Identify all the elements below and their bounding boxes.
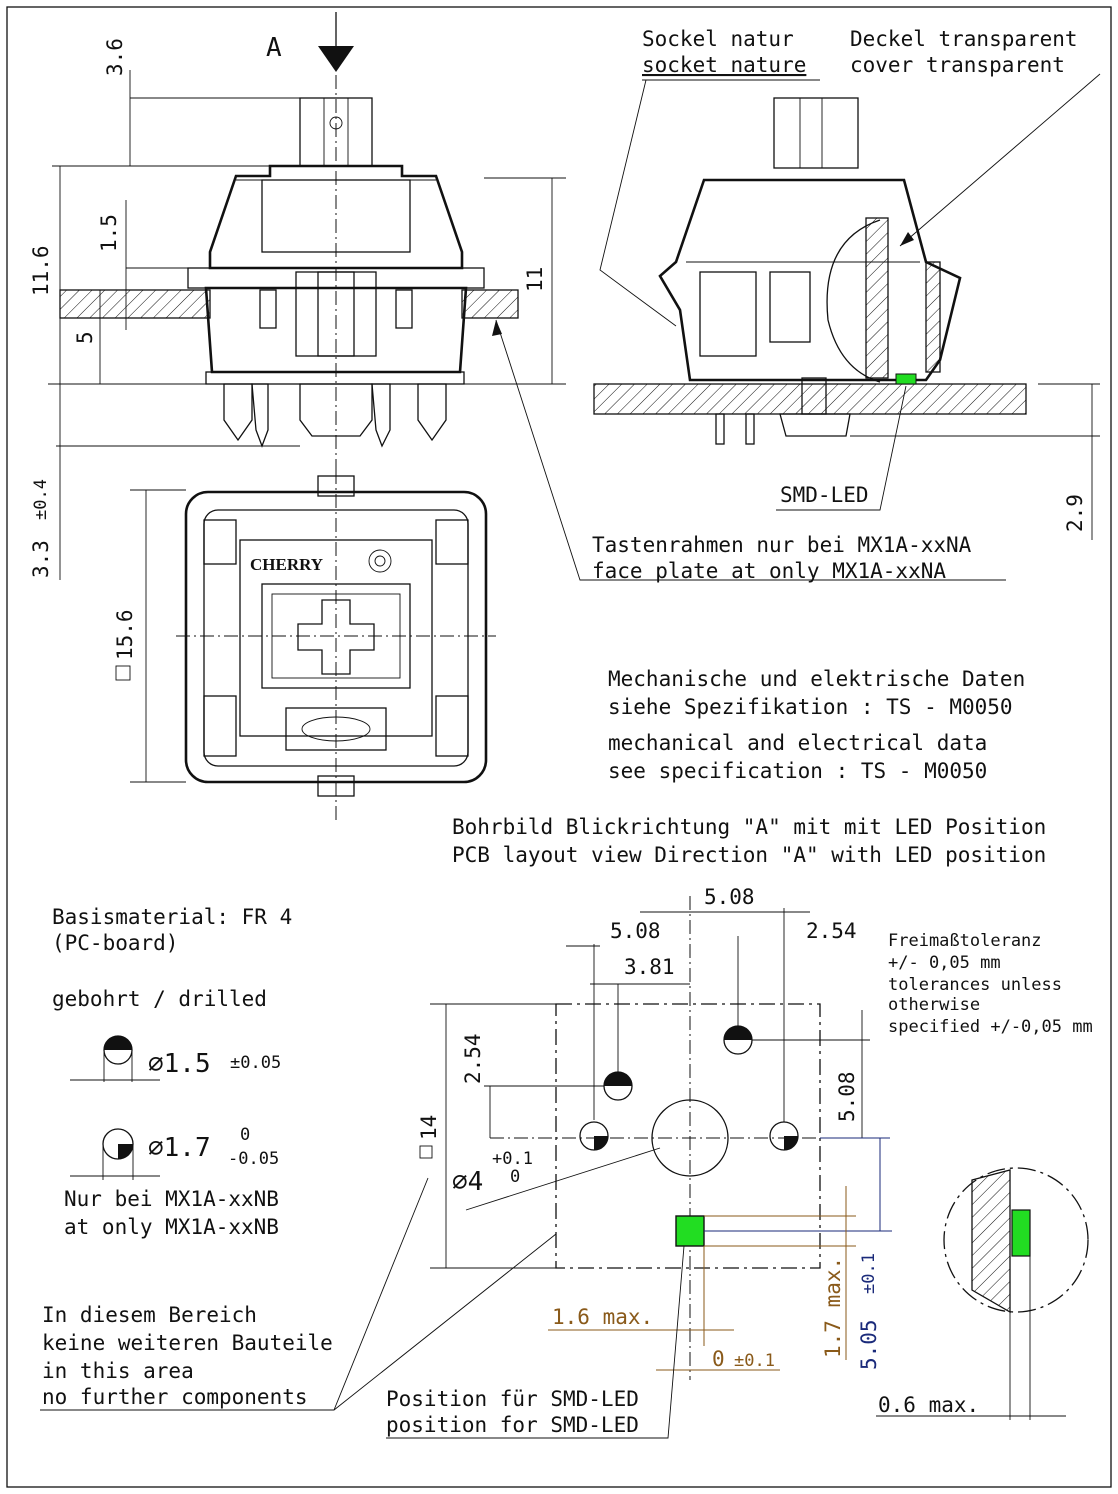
pcb-dim-2-54-right: 2.54	[806, 919, 857, 943]
pcb-dim-5-08-top: 5.08	[704, 885, 755, 909]
drill-notes: Basismaterial: FR 4 (PC-board) gebohrt /…	[40, 905, 557, 1411]
drilled-label: gebohrt / drilled	[52, 987, 267, 1011]
hole-1-7-dim: ∅1.7	[148, 1133, 211, 1163]
dim-1-5: 1.5	[97, 214, 121, 252]
hole-top-right	[723, 1025, 753, 1055]
dim-3-6: 3.6	[103, 38, 127, 76]
pcb-dim-5-08-left: 5.08	[610, 919, 661, 943]
smd-led-side	[895, 373, 917, 385]
center-hole	[651, 1099, 729, 1177]
pcb-dim-4-tol-dn: 0	[510, 1167, 520, 1187]
side-view: Sockel natur socket nature Deckel transp…	[593, 27, 1101, 540]
tol-line4: otherwise	[888, 995, 980, 1015]
dim-3-3-tol: ±0.4	[31, 479, 51, 520]
label-cover-de: Deckel transparent	[850, 27, 1078, 51]
pcb-dim-4: ∅4	[452, 1167, 483, 1197]
hole-1-7-tol-up: 0	[240, 1125, 250, 1145]
dim-11-6: 11.6	[29, 245, 53, 296]
label-socket-de: Sockel natur	[642, 27, 794, 51]
hole-right-led	[769, 1121, 799, 1151]
area-de-line1: In diesem Bereich	[42, 1303, 257, 1327]
base-material-line2: (PC-board)	[52, 931, 178, 955]
led-dim-0: 0	[712, 1347, 725, 1371]
arrow-a-icon	[318, 46, 354, 72]
led-dim-1-6: 1.6 max.	[552, 1305, 653, 1329]
tol-line2: +/- 0,05 mm	[888, 953, 1001, 973]
spec-en-line1: mechanical and electrical data	[608, 731, 987, 755]
brand-cherry: CHERRY	[250, 555, 323, 574]
only-nb-de: Nur bei MX1A-xxNB	[64, 1187, 279, 1211]
dim-3-3: 3.3	[29, 540, 53, 578]
pcb-layout: 5.08 5.08 2.54 3.81 14 2.54 ∅4 +0.1 0 5.…	[386, 885, 892, 1439]
led-dim-0-6: 0.6 max.	[878, 1393, 979, 1417]
tol-line3: tolerances unless	[888, 975, 1062, 995]
hole-1-5-dim: ∅1.5	[148, 1049, 211, 1079]
led-dim-5-05-tol: ±0.1	[859, 1253, 879, 1294]
led-dim-1-7: 1.7 max.	[821, 1257, 845, 1358]
hole-left-led	[579, 1121, 609, 1151]
spec-de-line1: Mechanische und elektrische Daten	[608, 667, 1025, 691]
pcb-title-de: Bohrbild Blickrichtung "A" mit mit LED P…	[452, 815, 1046, 839]
area-en-line2: no further components	[42, 1385, 308, 1409]
hole-1-7-tol-dn: -0.05	[228, 1149, 279, 1169]
top-view: CHERRY 15.6 Tastenrahmen nur bei MX1A-xx…	[113, 319, 1006, 820]
pcb-dim-4-tol-up: +0.1	[492, 1149, 533, 1169]
area-de-line2: keine weiteren Bauteile	[42, 1331, 333, 1355]
pcb-dim-2-54-v: 2.54	[461, 1033, 485, 1084]
tol-line5: specified +/-0,05 mm	[888, 1017, 1093, 1037]
drawing-frame	[6, 6, 1112, 1488]
pcb-title-en: PCB layout view Direction "A" with LED p…	[452, 843, 1046, 867]
pcb-dim-5-08-v: 5.08	[835, 1071, 859, 1122]
led-pos-en: position for SMD-LED	[386, 1413, 639, 1437]
label-socket-en: socket nature	[642, 53, 806, 77]
spec-en-line2: see specification : TS - M0050	[608, 759, 987, 783]
front-view: A	[29, 12, 566, 580]
dim-2-9: 2.9	[1063, 494, 1087, 532]
pcb-dim-14: 14	[417, 1115, 441, 1140]
dim-11: 11	[523, 267, 547, 292]
led-detail: 0.6 max.	[876, 1167, 1089, 1420]
area-en-line1: in this area	[42, 1359, 194, 1383]
label-cover-en: cover transparent	[850, 53, 1065, 77]
led-dim-5-05: 5.05	[857, 1319, 881, 1370]
spec-de-line2: siehe Spezifikation : TS - M0050	[608, 695, 1013, 719]
hole-1-5-tol: ±0.05	[230, 1053, 281, 1073]
view-marker-a: A	[266, 33, 282, 63]
pcb-dim-3-81: 3.81	[624, 955, 675, 979]
only-nb-en: at only MX1A-xxNB	[64, 1215, 279, 1239]
label-faceplate-en: face plate at only MX1A-xxNA	[592, 559, 946, 583]
label-faceplate-de: Tastenrahmen nur bei MX1A-xxNA	[592, 533, 972, 557]
tol-line1: Freimaßtoleranz	[888, 931, 1042, 951]
led-pos-de: Position für SMD-LED	[386, 1387, 639, 1411]
led-dim-0-tol: ±0.1	[734, 1351, 775, 1371]
base-material-line1: Basismaterial: FR 4	[52, 905, 292, 929]
hole-mid-left	[603, 1071, 633, 1101]
dim-5: 5	[73, 331, 97, 344]
led-detail-icon	[1011, 1209, 1031, 1257]
label-smd-led: SMD-LED	[780, 483, 869, 507]
dim-15-6: 15.6	[113, 609, 137, 660]
smd-led-pad	[675, 1215, 705, 1247]
